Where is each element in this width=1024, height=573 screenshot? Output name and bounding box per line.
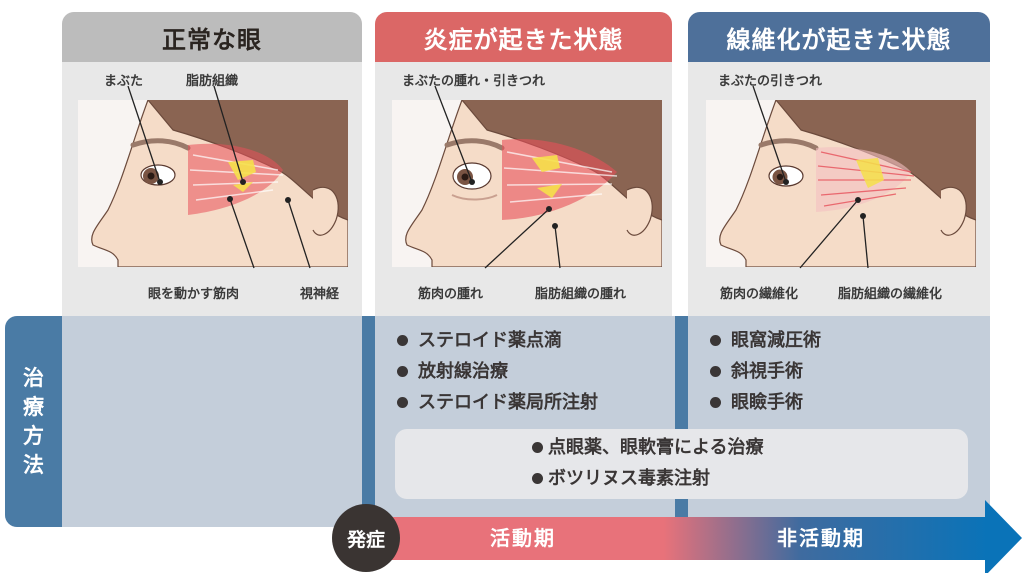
arrow-right-icon [985,500,1022,573]
bullet-icon [397,397,408,408]
shared-treatments: 点眼薬、眼軟膏による治療 ボツリヌス毒素注射 [532,432,763,494]
list-item-text: ステロイド薬局所注射 [418,392,598,413]
leader-lines-inflammation [434,86,561,269]
bullet-icon [397,335,408,346]
label-optic-nerve: 視神経 [300,287,340,302]
label-eyelid-swelling: まぶたの腫れ・引きつれ [402,74,546,89]
illustration-inflamed-eye [392,100,662,267]
list-item-text: 放射線治療 [418,361,508,382]
illustration-fibrosis-eye [706,100,976,267]
label-eyelid-retraction: まぶたの引きつれ [718,74,823,89]
list-item: ステロイド薬局所注射 [397,387,598,418]
onset-label: 発症 [346,528,385,551]
label-muscle-swelling: 筋肉の腫れ [418,287,484,302]
list-item-text: 眼窩減圧術 [731,330,821,351]
label-eye-muscle: 眼を動かす筋肉 [148,287,240,302]
label-fat-fibrosis: 脂肪組織の繊維化 [838,287,943,302]
timeline-bar [365,517,987,560]
onset-badge: 発症 [332,504,400,572]
list-item-text: 眼瞼手術 [731,392,803,413]
list-item: 斜視手術 [710,356,821,387]
bullet-icon [710,397,721,408]
leader-lines-normal [127,86,311,269]
label-eyelid: まぶた [104,74,144,89]
label-fat-tissue: 脂肪組織 [186,74,239,89]
treatment-label-char: 法 [23,452,44,477]
list-item-text: 斜視手術 [731,361,803,382]
treatment-label: 治 療 方 法 [5,316,62,527]
bullet-icon [397,366,408,377]
list-item: 眼瞼手術 [710,387,821,418]
list-item-text: ボツリヌス毒素注射 [548,468,710,489]
column-title-normal: 正常な眼 [62,12,362,62]
list-item-text: ステロイド薬点滴 [418,330,562,351]
label-fat-swelling: 脂肪組織の腫れ [535,287,627,302]
list-item: 放射線治療 [397,356,598,387]
list-item: ステロイド薬点滴 [397,325,598,356]
list-item: 点眼薬、眼軟膏による治療 [532,432,763,463]
bullet-icon [710,335,721,346]
column-title-fibrosis: 線維化が起きた状態 [688,12,990,62]
shared-treatments-box [395,429,968,499]
list-item: ボツリヌス毒素注射 [532,463,763,494]
leader-lines-fibrosis [752,86,869,269]
bullet-icon [532,442,543,453]
treatment-label-char: 治 [23,365,44,390]
treatment-label-char: 方 [23,423,44,448]
divider-onset [362,316,375,517]
inactive-phase-treatments: 眼窩減圧術 斜視手術 眼瞼手術 [710,325,821,418]
list-item-text: 点眼薬、眼軟膏による治療 [548,437,764,458]
illustration-normal-eye [78,100,348,267]
bullet-icon [710,366,721,377]
treatment-label-char: 療 [23,394,44,419]
column-title-inflammation: 炎症が起きた状態 [375,12,672,62]
phase-inactive: 非活動期 [777,526,865,550]
list-item: 眼窩減圧術 [710,325,821,356]
bullet-icon [532,473,543,484]
active-phase-treatments: ステロイド薬点滴 放射線治療 ステロイド薬局所注射 [397,325,598,418]
phase-active: 活動期 [490,526,556,550]
label-muscle-fibrosis: 筋肉の繊維化 [720,287,799,302]
